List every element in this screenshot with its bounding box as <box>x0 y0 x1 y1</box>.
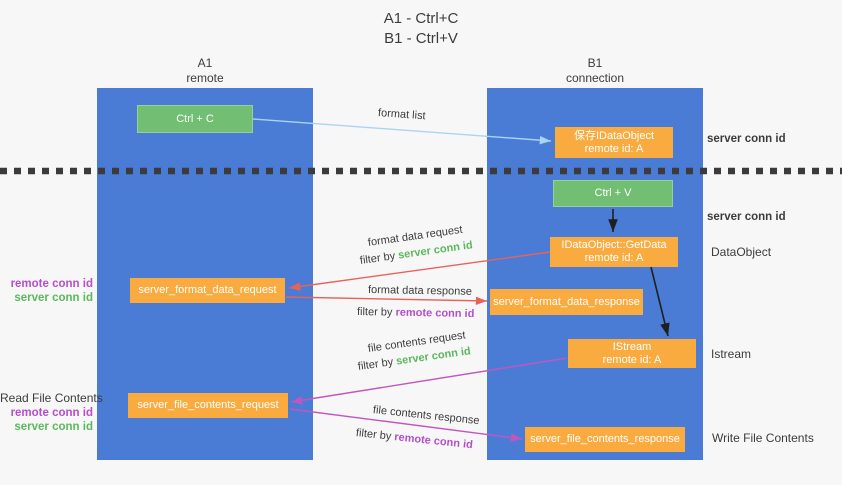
node-ctrl-c-label: Ctrl + C <box>176 112 214 125</box>
lane-a1-subtitle: remote <box>186 71 224 85</box>
lane-header-a1: A1 remote <box>97 56 313 86</box>
node-file-request-label: server_file_contents_request <box>137 399 279 411</box>
arrow-file-contents-response <box>289 408 523 442</box>
node-istream-line2: remote id: A <box>602 353 662 366</box>
node-getdata-line1: IDataObject::GetData <box>561 239 667 251</box>
edge-label-filter-by-remote-conn-id-1: filter by remote conn id <box>357 306 475 320</box>
title-line-paste: B1 - Ctrl+V <box>384 30 458 47</box>
annotation-write-file-contents: Write File Contents <box>712 431 814 445</box>
node-save-dataobject-line1: 保存IDataObject <box>573 129 655 142</box>
node-server-file-contents-request: server_file_contents_request <box>128 393 288 418</box>
node-ctrl-v: Ctrl + V <box>553 180 673 207</box>
annotation-read-file-contents: Read File Contents <box>0 391 103 405</box>
node-save-dataobject: 保存IDataObject remote id: A <box>555 127 673 158</box>
remote-conn-id-token: remote conn id <box>395 306 475 321</box>
node-file-response-label: server_file_contents_response <box>530 433 680 445</box>
node-format-request-label: server_format_data_request <box>138 284 277 296</box>
node-format-response-label: server_format_data_response <box>493 295 640 308</box>
annotation-server-conn-id-top: server conn id <box>707 133 786 145</box>
node-server-file-contents-response: server_file_contents_response <box>525 427 685 452</box>
annotation-server-conn-id-mid: server conn id <box>707 211 786 223</box>
annotation-remote-conn-id-format: remote conn id <box>10 278 93 290</box>
edge-label-format-data-response: format data response <box>367 284 473 298</box>
annotation-server-conn-id-format: server conn id <box>14 292 93 304</box>
arrow-format-data-response <box>285 296 488 305</box>
arrow-format-data-request <box>288 251 551 291</box>
filter-by-text: filter by <box>356 306 393 319</box>
annotation-group-file-ids: remote conn id server conn id <box>0 406 93 434</box>
annotation-dataobject: DataObject <box>711 245 772 259</box>
node-server-format-data-response: server_format_data_response <box>490 289 643 315</box>
node-getdata-line2: remote id: A <box>584 252 644 264</box>
node-save-dataobject-line2: remote id: A <box>584 142 644 155</box>
node-server-format-data-request: server_format_data_request <box>130 278 285 303</box>
arrow-file-contents-request <box>290 357 568 405</box>
annotation-server-conn-id-file: server conn id <box>14 421 93 433</box>
node-ctrl-c: Ctrl + C <box>137 105 253 133</box>
node-istream: IStream remote id: A <box>568 339 696 368</box>
lane-b1-subtitle: connection <box>565 71 625 85</box>
node-ctrl-v-label: Ctrl + V <box>594 187 632 199</box>
node-istream-line1: IStream <box>612 340 652 353</box>
node-idataobject-getdata: IDataObject::GetData remote id: A <box>550 237 678 267</box>
lane-b1-name: B1 <box>587 56 603 70</box>
diagram-title: A1 - Ctrl+C B1 - Ctrl+V <box>0 9 842 49</box>
lane-a1-name: A1 <box>197 56 213 70</box>
arrow-format-list <box>252 118 552 145</box>
annotation-remote-conn-id-file: remote conn id <box>10 407 93 419</box>
lane-header-b1: B1 connection <box>487 56 703 86</box>
annotation-istream: Istream <box>711 347 752 361</box>
arrow-getdata-to-istream <box>650 266 670 337</box>
title-line-copy: A1 - Ctrl+C <box>383 10 459 27</box>
annotation-group-format-ids: remote conn id server conn id <box>0 277 93 305</box>
